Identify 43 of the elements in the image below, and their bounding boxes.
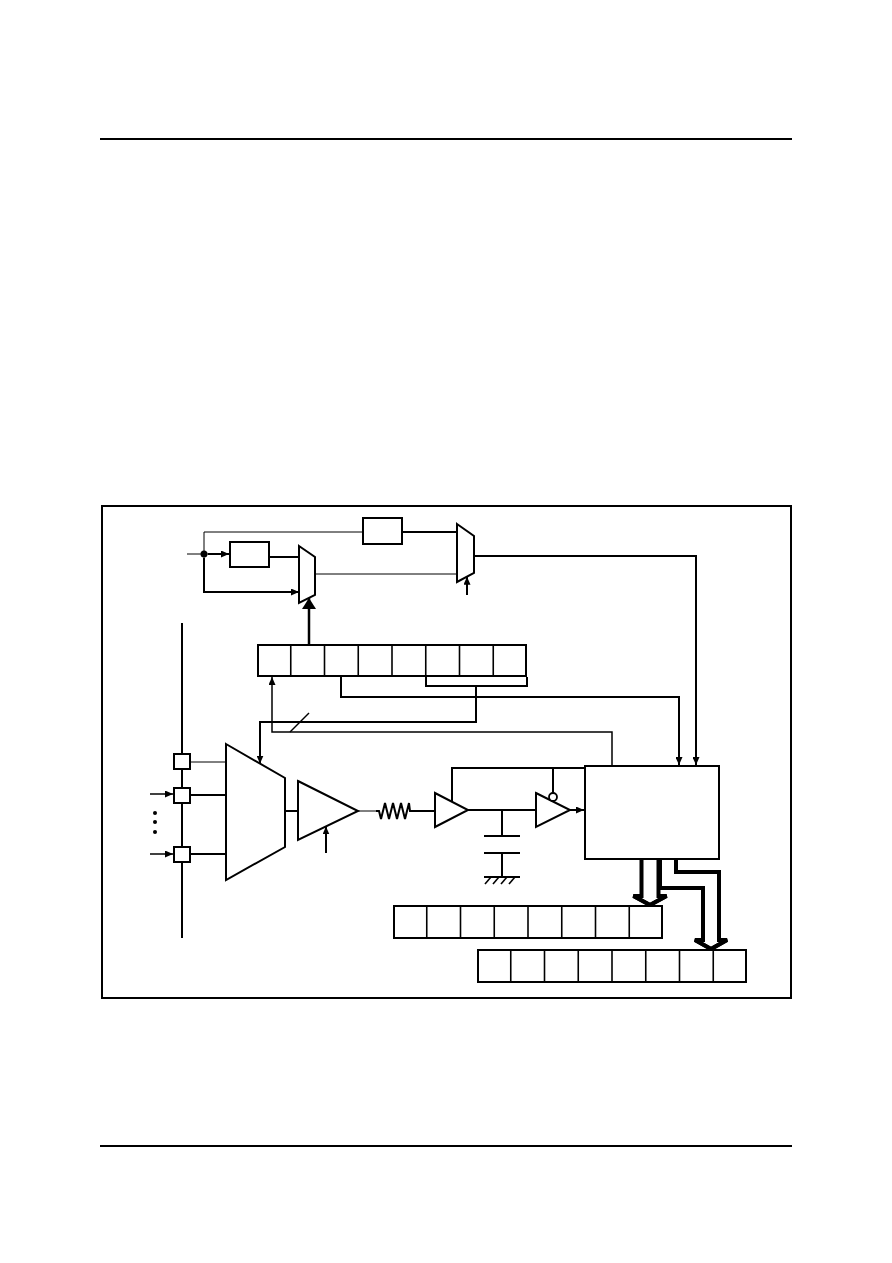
connector-line (181, 862, 183, 939)
connector-line (357, 810, 377, 812)
connector-line (190, 794, 227, 796)
connector-line (314, 573, 458, 575)
connector-line (181, 803, 183, 847)
arrow (149, 790, 174, 798)
connector-line (190, 761, 227, 763)
arrow (569, 806, 585, 814)
input-pad (173, 787, 191, 804)
connector-line (552, 767, 585, 794)
arrow (340, 676, 683, 766)
connector-line (402, 531, 458, 533)
arrow (268, 676, 613, 766)
capacitor-symbol (483, 834, 521, 886)
connector-line (417, 810, 436, 812)
resistor-symbol (376, 802, 418, 820)
arrow (303, 598, 315, 644)
input-pad (173, 753, 191, 770)
buffer-symbol (435, 793, 468, 827)
bit-register (477, 949, 747, 983)
connector-line (269, 556, 300, 558)
bit-register (393, 905, 663, 939)
arrow (149, 850, 174, 858)
block (362, 517, 403, 545)
arrow (206, 550, 230, 558)
logic-block (584, 765, 720, 860)
arrow (203, 556, 300, 596)
arrow (322, 825, 330, 854)
multiplexer-symbol (299, 546, 315, 603)
connector-line (467, 809, 503, 835)
multiplexer-symbol (226, 744, 285, 880)
input-pad (173, 846, 191, 863)
connector-line (181, 769, 183, 788)
connector-line (190, 853, 227, 855)
arrow (256, 676, 528, 765)
arrow (463, 575, 471, 596)
multiplexer-symbol (457, 524, 474, 582)
bit-register (257, 644, 527, 677)
amplifier-symbol (298, 781, 358, 840)
inverter-symbol (536, 793, 570, 827)
connector-line (181, 622, 183, 754)
connector-line (186, 531, 363, 555)
block (229, 541, 270, 568)
